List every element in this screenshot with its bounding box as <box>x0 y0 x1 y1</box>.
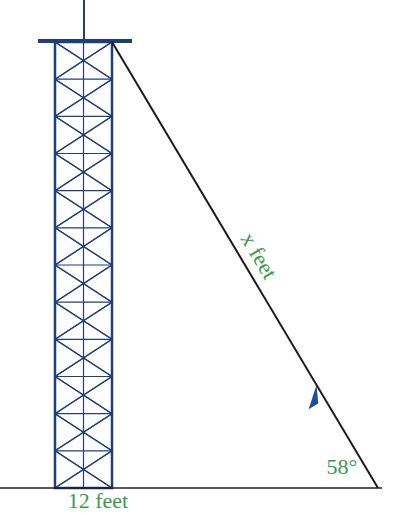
lattice-strut <box>55 358 84 377</box>
lattice-strut <box>84 358 113 377</box>
wire-arrowhead <box>309 385 319 409</box>
lattice-strut <box>55 172 84 191</box>
lattice-strut <box>84 42 113 61</box>
lattice-strut <box>55 451 112 488</box>
lattice-tower <box>38 0 132 488</box>
lattice-strut <box>55 451 84 470</box>
lattice-strut <box>55 116 84 135</box>
lattice-strut <box>84 414 113 433</box>
lattice-strut <box>84 209 113 228</box>
lattice-strut <box>55 191 112 228</box>
lattice-strut <box>84 79 113 98</box>
lattice-strut <box>84 116 113 135</box>
lattice-strut <box>55 191 112 228</box>
lattice-strut <box>55 42 112 79</box>
lattice-strut <box>55 42 84 61</box>
lattice-strut <box>55 265 112 302</box>
lattice-strut <box>55 451 112 488</box>
lattice-strut <box>84 377 113 396</box>
lattice-strut <box>55 116 112 153</box>
lattice-strut <box>55 414 112 451</box>
lattice-strut <box>55 395 84 414</box>
lattice-strut <box>84 98 113 117</box>
tower-frame <box>55 42 112 488</box>
lattice-strut <box>84 302 113 321</box>
lattice-strut <box>55 209 84 228</box>
lattice-strut <box>55 302 112 339</box>
lattice-strut <box>55 79 112 116</box>
tower-mast <box>83 0 85 40</box>
lattice-strut <box>84 135 113 154</box>
lattice-strut <box>55 339 112 376</box>
lattice-strut <box>55 284 84 303</box>
length-label: x feet <box>237 229 281 283</box>
guy-wire <box>112 42 378 488</box>
lattice-strut <box>55 377 112 414</box>
lattice-strut <box>84 228 113 247</box>
lattice-strut <box>55 302 112 339</box>
lattice-strut <box>84 395 113 414</box>
lattice-strut <box>55 228 112 265</box>
distance-label: 12 feet <box>68 490 128 512</box>
lattice-strut <box>84 154 113 173</box>
lattice-strut <box>55 228 84 247</box>
lattice-strut <box>55 191 84 210</box>
lattice-strut <box>55 154 112 191</box>
lattice-strut <box>84 265 113 284</box>
lattice-strut <box>55 321 84 340</box>
lattice-strut <box>84 451 113 470</box>
lattice-strut <box>55 154 84 173</box>
lattice-strut <box>84 284 113 303</box>
lattice-strut <box>55 228 112 265</box>
angle-label: 58° <box>327 456 358 478</box>
lattice-strut <box>84 432 113 451</box>
lattice-strut <box>55 116 112 153</box>
lattice-strut <box>55 61 84 80</box>
lattice-strut <box>84 191 113 210</box>
lattice-strut <box>55 432 84 451</box>
lattice-strut <box>84 339 113 358</box>
lattice-strut <box>84 246 113 265</box>
lattice-strut <box>55 339 112 376</box>
lattice-strut <box>55 246 84 265</box>
lattice-strut <box>55 79 112 116</box>
lattice-strut <box>55 377 112 414</box>
lattice-strut <box>55 42 112 79</box>
lattice-strut <box>55 265 112 302</box>
lattice-strut <box>55 265 84 284</box>
lattice-strut <box>55 302 84 321</box>
ground-line <box>0 487 382 489</box>
lattice-strut <box>84 61 113 80</box>
lattice-strut <box>55 79 84 98</box>
lattice-strut <box>84 172 113 191</box>
lattice-strut <box>55 154 112 191</box>
lattice-strut <box>55 98 84 117</box>
lattice-strut <box>84 321 113 340</box>
lattice-strut <box>55 414 84 433</box>
lattice-strut <box>84 469 113 488</box>
lattice-strut <box>55 377 84 396</box>
lattice-strut <box>55 339 84 358</box>
lattice-strut <box>55 469 84 488</box>
lattice-strut <box>55 414 112 451</box>
lattice-strut <box>55 135 84 154</box>
